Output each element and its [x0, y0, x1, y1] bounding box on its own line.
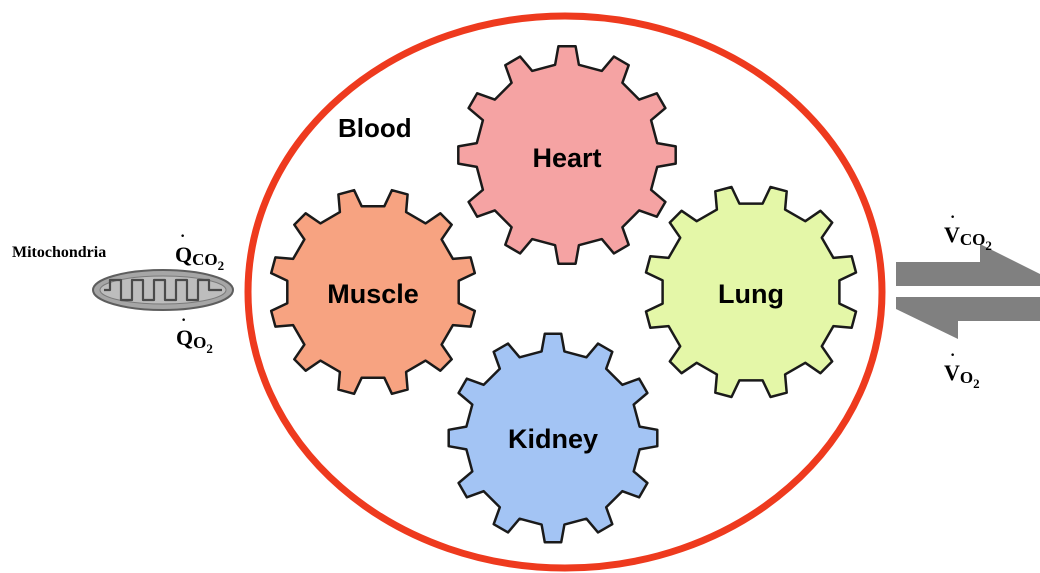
vo2-label: · VO2: [944, 347, 980, 391]
svg-text:QO2: QO2: [176, 325, 213, 356]
muscle-label: Muscle: [327, 279, 419, 309]
vo2-symbol: V: [944, 360, 960, 385]
heart-gear: Heart: [458, 46, 675, 263]
qco2-symbol: Q: [175, 242, 192, 267]
vco2-symbol: V: [944, 222, 960, 247]
qco2-label: · QCO2: [175, 228, 224, 273]
vco2-subscript: 2: [985, 238, 992, 253]
qo2-subscript: 2: [206, 341, 213, 356]
qco2-chem: CO: [192, 250, 218, 269]
svg-text:VO2: VO2: [944, 360, 980, 391]
mitochondria-label: Mitochondria: [12, 244, 106, 261]
kidney-label: Kidney: [508, 424, 598, 454]
kidney-gear: Kidney: [449, 334, 658, 543]
qco2-subscript: 2: [218, 258, 225, 273]
blood-label: Blood: [338, 113, 412, 143]
qo2-chem: O: [193, 333, 206, 352]
lung-gear: Lung: [646, 187, 856, 397]
lung-label: Lung: [718, 279, 784, 309]
heart-label: Heart: [532, 143, 601, 173]
arrow-right-icon: [896, 244, 1040, 286]
vco2-label: · VCO2: [944, 209, 992, 253]
qo2-symbol: Q: [176, 325, 193, 350]
muscle-gear: Muscle: [271, 190, 475, 394]
vo2-chem: O: [960, 368, 973, 387]
vo2-subscript: 2: [973, 376, 980, 391]
qo2-label: · QO2: [176, 312, 213, 356]
arrow-left-icon: [896, 297, 1040, 339]
svg-text:QCO2: QCO2: [175, 242, 224, 273]
mitochondria-icon: [93, 270, 233, 310]
svg-text:VCO2: VCO2: [944, 222, 992, 253]
vco2-chem: CO: [960, 230, 986, 249]
